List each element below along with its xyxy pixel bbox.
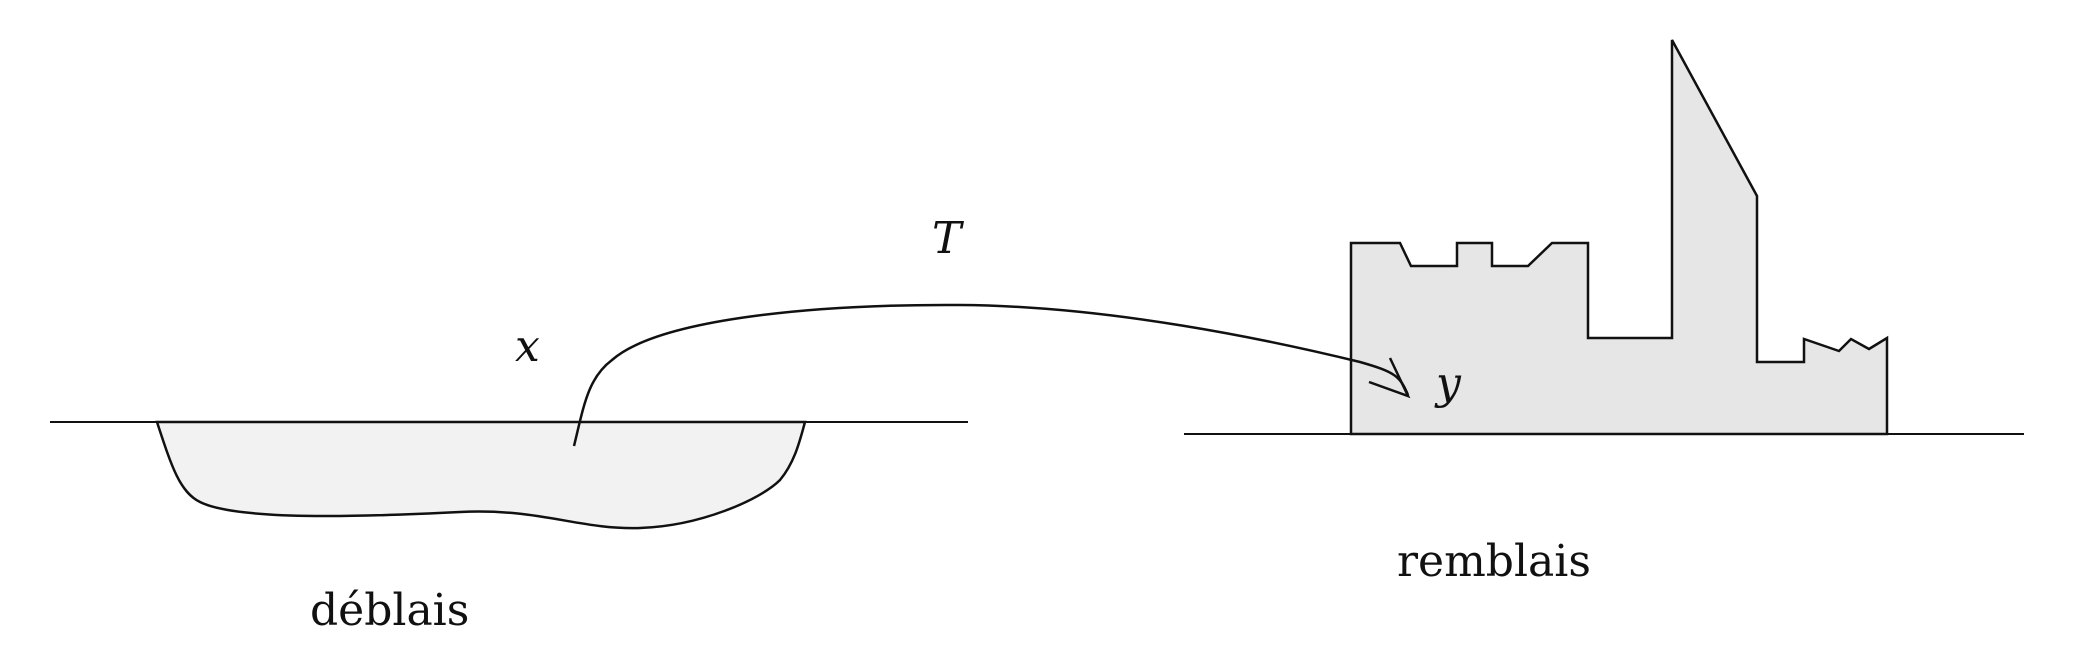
label-x: x — [515, 321, 540, 372]
arrowhead — [1368, 357, 1411, 399]
label-T: T — [932, 213, 965, 264]
deblais-shape — [155, 420, 807, 530]
label-y: y — [1434, 358, 1462, 409]
transport-map-curve — [572, 303, 1410, 447]
label-remblais: remblais — [1397, 536, 1591, 587]
label-deblais: déblais — [310, 585, 469, 636]
remblais-shape — [1349, 39, 1889, 436]
